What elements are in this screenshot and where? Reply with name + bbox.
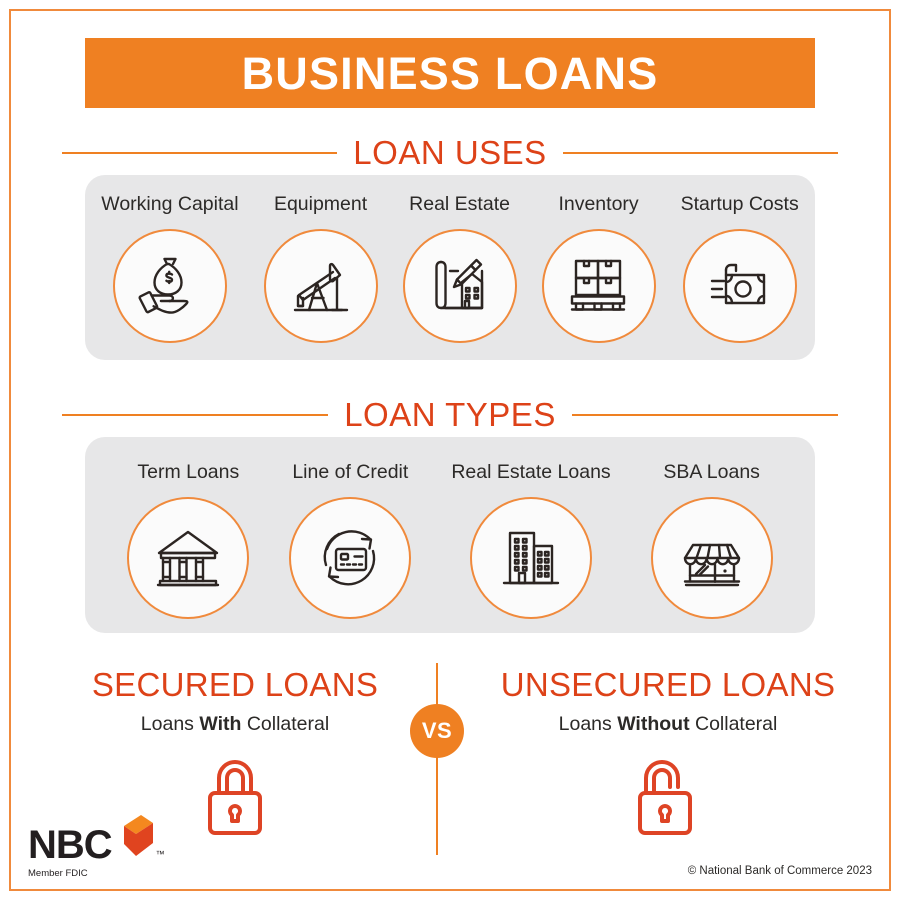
subtitle-suffix: Collateral (241, 713, 330, 735)
loan-use-icon-circle (682, 228, 797, 343)
loan-type-icon-circle (289, 496, 412, 619)
loan-type-label: Real Estate Loans (451, 461, 611, 483)
loan-type-icon-circle (127, 496, 250, 619)
loan-uses-panel: Working Capital Equipment (85, 175, 815, 360)
loan-use-label: Startup Costs (680, 193, 799, 215)
flying-banknote-icon (710, 263, 765, 304)
logo-wordmark: NBC (28, 823, 113, 867)
office-buildings-icon (502, 531, 560, 584)
page-title-bar: BUSINESS LOANS (85, 38, 815, 108)
divider-line-left (62, 413, 329, 416)
subtitle-emphasis: With (199, 713, 242, 735)
loan-use-equipment[interactable]: Equipment (263, 193, 378, 343)
nbc-logo: NBC ™ Member FDIC (28, 813, 165, 879)
subtitle-prefix: Loans (558, 713, 618, 735)
copyright-notice: © National Bank of Commerce 2023 (687, 865, 872, 877)
loan-use-icon-circle (112, 228, 227, 343)
secured-loans-icon-wrap (202, 757, 268, 844)
section-title-loan-types: LOAN TYPES (344, 396, 556, 433)
credit-card-refresh-icon (323, 529, 376, 585)
loan-use-icon-circle (541, 228, 656, 343)
secured-loans-title: SECURED LOANS (91, 666, 379, 703)
divider-line-left (62, 151, 338, 154)
page-title: BUSINESS LOANS (241, 47, 659, 99)
loan-use-label: Equipment (273, 193, 368, 215)
loan-use-icon-circle (263, 228, 378, 343)
divider-line-right (571, 413, 839, 416)
section-title-loan-uses: LOAN USES (353, 134, 547, 171)
secured-loans-subtitle: Loans With Collateral (140, 713, 330, 735)
loan-type-label: Line of Credit (292, 461, 409, 483)
unsecured-loans-title: UNSECURED LOANS (500, 666, 836, 703)
oil-pump-jack-icon (293, 262, 348, 311)
loan-use-label: Inventory (558, 193, 639, 215)
loan-use-working-capital[interactable]: Working Capital (101, 193, 239, 343)
loan-type-line-of-credit[interactable]: Line of Credit (289, 461, 412, 619)
vs-badge: VS (410, 704, 464, 758)
subtitle-prefix: Loans (140, 713, 200, 735)
loan-type-term-loans[interactable]: Term Loans (127, 461, 250, 619)
loan-use-startup-costs[interactable]: Startup Costs (680, 193, 799, 343)
loan-type-sba-loans[interactable]: SBA Loans (650, 461, 773, 619)
divider-line-right (562, 151, 838, 154)
unsecured-loans-subtitle: Loans Without Collateral (558, 713, 778, 735)
secured-loans-column: SECURED LOANS Loans With Collateral (45, 668, 425, 844)
nbc-cube-icon (123, 815, 153, 856)
closed-padlock-icon (208, 759, 262, 835)
unsecured-loans-column: UNSECURED LOANS Loans Without Collateral (478, 668, 858, 844)
section-header-loan-uses: LOAN USES (62, 136, 838, 169)
loan-use-inventory[interactable]: Inventory (541, 193, 656, 343)
loan-type-label: Term Loans (137, 461, 240, 483)
member-fdic-label: Member FDIC (28, 868, 88, 879)
loan-use-label: Real Estate (409, 193, 510, 215)
loan-use-label: Working Capital (101, 193, 239, 215)
loan-use-icon-circle (402, 228, 517, 343)
loan-type-real-estate-loans[interactable]: Real Estate Loans (451, 461, 611, 619)
logo-mark: NBC ™ (28, 813, 165, 867)
loan-type-label: SBA Loans (663, 461, 760, 483)
open-padlock-icon (638, 759, 692, 835)
section-header-loan-types: LOAN TYPES (62, 396, 839, 433)
vs-divider-line (436, 663, 438, 855)
hand-holding-money-bag-icon (138, 257, 189, 314)
boxes-on-pallet-icon (570, 259, 625, 311)
loan-use-real-estate[interactable]: Real Estate (402, 193, 517, 343)
vs-badge-label: VS (421, 718, 453, 743)
loan-type-icon-circle (469, 496, 592, 619)
subtitle-suffix: Collateral (689, 713, 778, 735)
storefront-awning-icon (683, 543, 740, 586)
loan-type-icon-circle (650, 496, 773, 619)
loan-types-panel: Term Loans Line of Credit (85, 437, 815, 633)
logo-trademark-symbol: ™ (155, 849, 165, 859)
blueprint-pencil-building-icon (434, 258, 483, 309)
subtitle-emphasis: Without (617, 713, 690, 735)
unsecured-loans-icon-wrap (635, 757, 701, 844)
bank-columns-icon (157, 530, 220, 586)
